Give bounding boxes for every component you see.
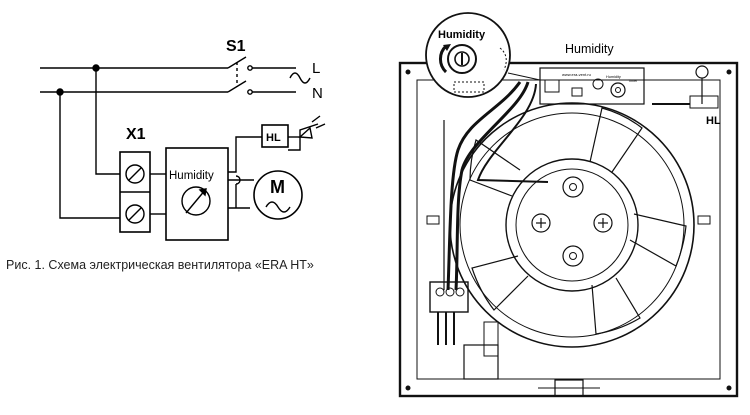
fan-hub-inner-ring — [515, 168, 629, 282]
device-terminal-screw-2 — [445, 287, 455, 297]
wire-to-lamp-top — [228, 136, 262, 173]
terminal-screw-2-slot — [128, 207, 142, 221]
hub-screw-right — [593, 213, 613, 233]
fan-blade-1 — [469, 139, 521, 197]
hub-boss-top — [562, 176, 584, 198]
lamp-led-body — [299, 123, 319, 137]
humidity-regulator-arrowhead — [198, 188, 207, 197]
fan-blade-2 — [471, 255, 529, 311]
motor-label: M — [270, 177, 285, 197]
figure-caption: Рис. 1. Схема электрическая вентилятора … — [6, 258, 314, 272]
sensor-label: Humidity — [169, 170, 214, 182]
fan-blade-4 — [629, 213, 687, 267]
corner-dot-tr — [726, 69, 732, 75]
motor-symbol — [253, 170, 303, 220]
fan-outer-ring — [449, 102, 695, 348]
board-label: Humidity — [565, 42, 614, 56]
switch-terminal-n — [247, 89, 253, 95]
lamp-ray-2 — [315, 123, 326, 129]
cable-entry-lower — [463, 344, 499, 380]
corner-dot-br — [726, 385, 732, 391]
control-board — [539, 67, 645, 105]
board-website: www.era-vent.ru — [562, 72, 591, 77]
terminal-screw-1 — [125, 164, 145, 184]
lamp-ray-1 — [311, 115, 321, 123]
terminal-label: X1 — [126, 126, 146, 143]
fan-device-drawing — [398, 12, 739, 398]
lamp-hl-box — [261, 124, 289, 148]
callout-knob-inner — [454, 51, 470, 67]
hub-screw-left — [531, 213, 551, 233]
switch-label: S1 — [226, 38, 246, 55]
lamp-led-triangle — [298, 126, 313, 139]
hub-boss-top-hole — [569, 183, 577, 191]
fan-ring-2 — [459, 112, 685, 338]
fan-hub-ring — [505, 158, 639, 292]
board-connector — [544, 79, 560, 93]
device-terminal-screw-3 — [455, 287, 465, 297]
humidity-module — [165, 147, 229, 241]
hub-boss-bottom — [562, 245, 584, 267]
humidity-regulator-dial — [181, 186, 211, 216]
cable-entry-post — [483, 321, 499, 357]
cable-1 — [446, 81, 522, 291]
lamp-label: HL — [266, 132, 281, 144]
corner-dot-bl — [405, 385, 411, 391]
callout-dotted-shape — [499, 47, 507, 71]
neutral-label: N — [312, 85, 323, 102]
wire-n-to-terminal — [59, 92, 120, 219]
fan-housing-inner — [416, 79, 721, 380]
wire-crossover — [235, 175, 241, 185]
side-clip-left — [426, 215, 440, 225]
callout-leader — [507, 72, 541, 81]
device-lamp-label: HL — [706, 115, 721, 127]
board-knob-humidity-label: Humidity — [606, 75, 621, 79]
board-timer-knob — [592, 78, 604, 90]
callout-knob-outer — [447, 44, 477, 74]
board-knob-timer-label: Timer — [628, 79, 638, 83]
side-clip-right — [697, 215, 711, 225]
device-lamp-hl — [695, 65, 709, 79]
corner-dot-tl — [405, 69, 411, 75]
callout-arrowhead — [443, 44, 451, 51]
wiring-schematic — [40, 56, 326, 241]
switch-terminal-l — [247, 65, 253, 71]
board-humidity-knob — [610, 82, 626, 98]
terminal-screw-2 — [125, 204, 145, 224]
fan-blade-3 — [591, 277, 641, 335]
motor-sine — [265, 201, 291, 213]
cable-3 — [476, 83, 549, 183]
hub-boss-bottom-hole — [569, 252, 577, 260]
board-humidity-knob-center — [615, 87, 621, 93]
device-lamp-holder — [689, 95, 719, 109]
fan-blade-5 — [589, 107, 643, 173]
callout-rotation-arrow — [439, 44, 448, 74]
device-terminal-screw-1 — [435, 287, 445, 297]
line-label: L — [312, 60, 320, 77]
device-terminal-block — [429, 281, 469, 313]
terminal-screw-1-slot — [128, 167, 142, 181]
lamp-return-wire — [288, 137, 301, 151]
cable-2 — [454, 81, 530, 291]
callout-label: Humidity — [438, 29, 486, 41]
wire-l-to-terminal — [95, 68, 120, 175]
ac-sine-symbol — [289, 72, 311, 84]
board-component — [571, 87, 583, 97]
